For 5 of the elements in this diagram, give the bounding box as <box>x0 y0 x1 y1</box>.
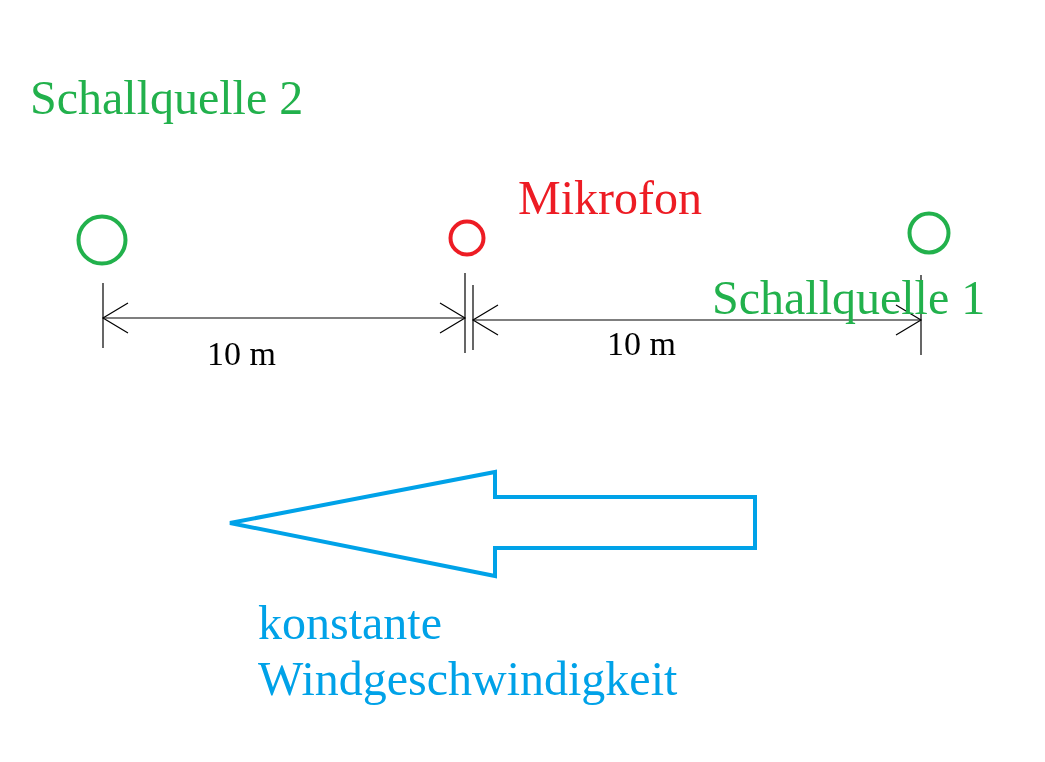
dimension-label: 10 m <box>207 335 276 373</box>
point-label: Mikrofon <box>518 170 703 226</box>
point-label: Schallquelle 2 <box>30 70 305 126</box>
dimension-label: 10 m <box>607 325 676 363</box>
arrow-caption: konstante Windgeschwindigkeit <box>258 595 679 707</box>
